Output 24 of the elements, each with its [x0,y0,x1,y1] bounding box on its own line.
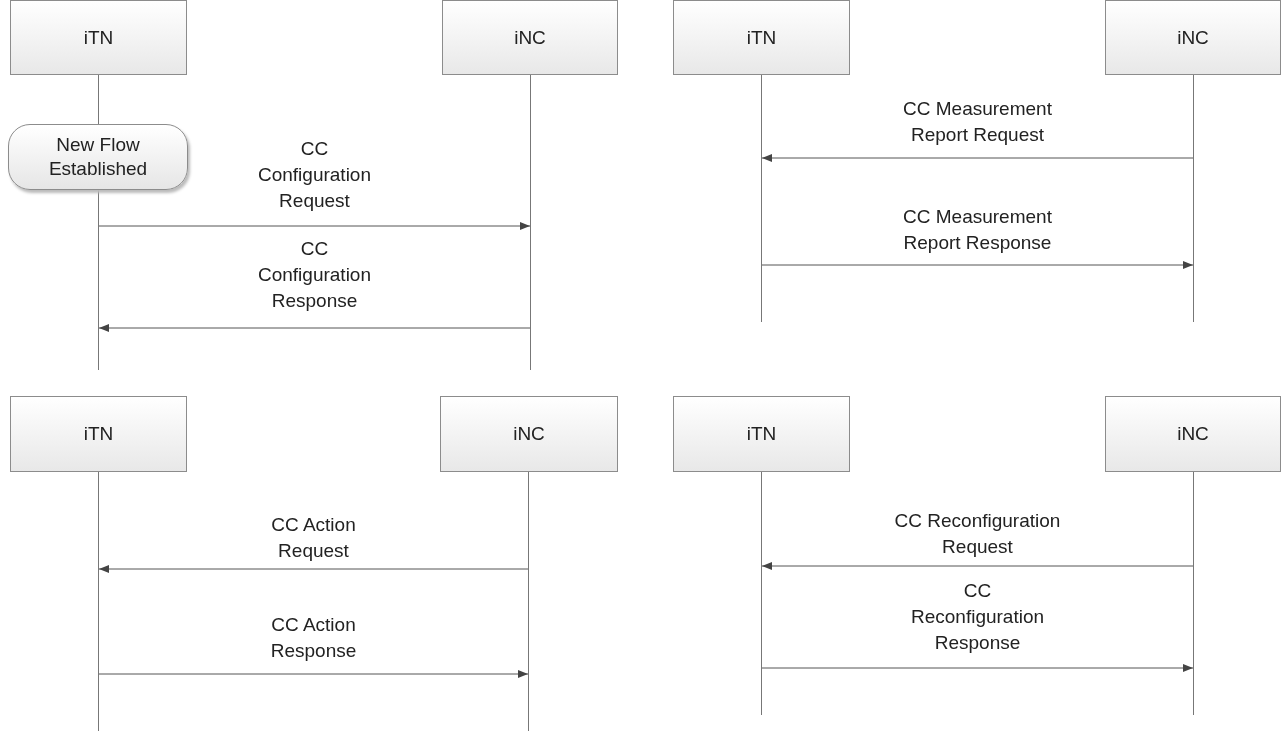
participant-box: iTN [10,396,187,472]
message-arrow [761,154,1194,162]
participant-box: iNC [1105,396,1281,472]
participant-box: iNC [440,396,618,472]
lifeline [1193,472,1194,715]
message-arrow [98,565,529,573]
lifeline [98,472,99,731]
lifeline [761,472,762,715]
lifeline [761,75,762,322]
participant-box: iTN [10,0,187,75]
lifeline [1193,75,1194,322]
message-arrow [98,222,531,230]
lifeline [530,75,531,370]
participant-box: iNC [1105,0,1281,75]
message-arrow [761,562,1194,570]
lifeline [528,472,529,731]
message-arrow [761,261,1194,269]
state-box: New Flow Established [8,124,188,190]
participant-box: iTN [673,396,850,472]
participant-box: iTN [673,0,850,75]
participant-box: iNC [442,0,618,75]
message-arrow [761,664,1194,672]
message-arrow [98,324,531,332]
message-arrow [98,670,529,678]
